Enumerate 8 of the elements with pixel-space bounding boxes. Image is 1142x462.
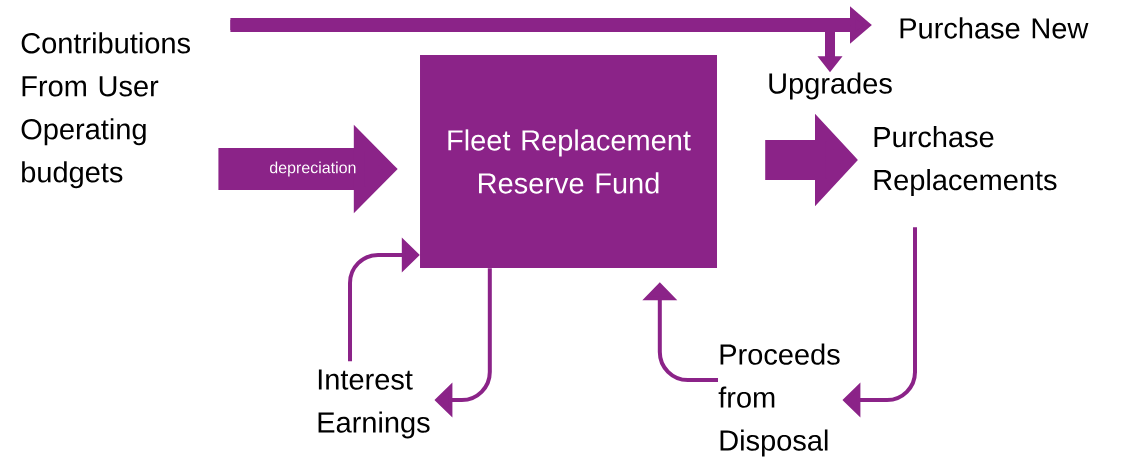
text-label: Purchase New: [900, 17, 1089, 39]
text-label: Purchase Replacements: [874, 126, 1057, 196]
edge-label: depreciation: [270, 161, 356, 177]
text-label: Contributions From User Operating budgets: [21, 32, 190, 189]
text-label: Upgrades: [769, 72, 892, 100]
text-label: Interest Earnings: [318, 369, 430, 439]
fund-box: Fleet Replacement Reserve Fund: [420, 55, 717, 268]
text-label: Proceeds from Disposal: [718, 343, 840, 457]
